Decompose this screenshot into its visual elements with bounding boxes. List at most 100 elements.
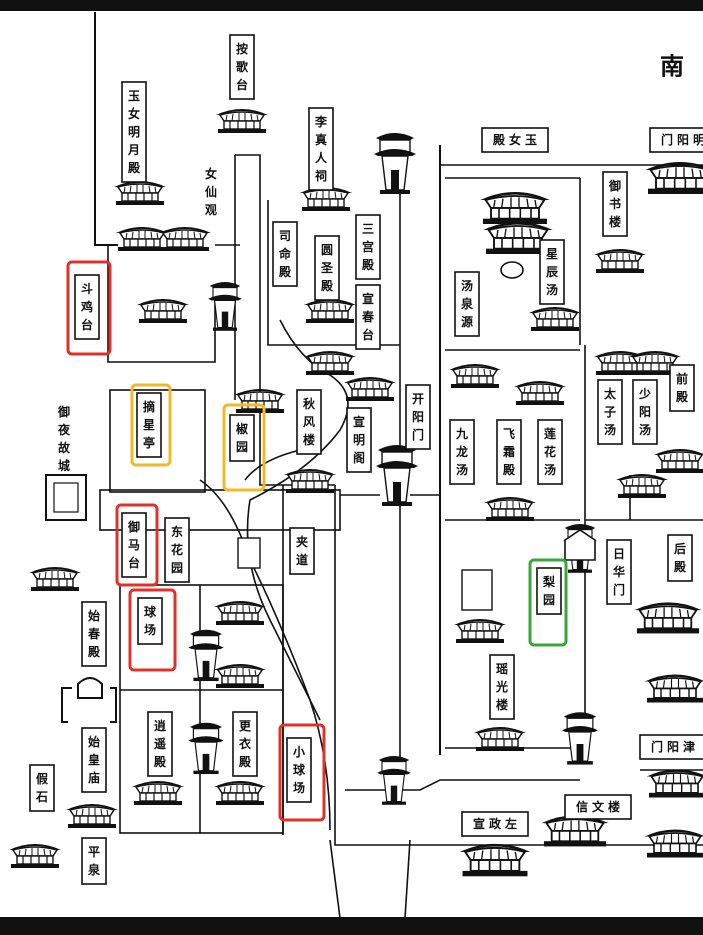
label-shijiedian: 逍遥殿 bbox=[147, 711, 173, 777]
label-text: 东花园 bbox=[171, 524, 183, 575]
label-box bbox=[229, 34, 255, 100]
gate-tower-icon bbox=[375, 444, 419, 507]
gate-tower-icon bbox=[373, 132, 417, 195]
highlight-red-douji bbox=[66, 260, 112, 356]
label-box bbox=[81, 727, 107, 793]
label-text: 司命殿 bbox=[278, 229, 292, 279]
label-text: 后殿 bbox=[673, 541, 687, 574]
label-box bbox=[81, 837, 107, 885]
label-shichundian: 始春殿 bbox=[81, 601, 107, 667]
label-feishi: 假石 bbox=[29, 764, 55, 812]
label-text: 女仙观 bbox=[205, 166, 217, 217]
label-box bbox=[121, 512, 147, 578]
label-box bbox=[314, 235, 340, 301]
label-tangquanyuan: 汤泉源 bbox=[454, 271, 480, 337]
pavilion-icon bbox=[303, 298, 357, 324]
label-pingquan: 平泉 bbox=[81, 837, 107, 885]
label-box bbox=[308, 107, 334, 191]
pavilion-icon bbox=[28, 566, 82, 592]
label-text: 御书楼 bbox=[608, 178, 621, 229]
gate-tower-icon bbox=[187, 629, 225, 682]
place-labels: 按歌台玉女明月殿女仙观李真人祠司命殿圆圣殿三宫殿宣春台斗鸡台摘星亭椒园秋风楼宣明… bbox=[29, 34, 703, 885]
label-qiuchang: 球场 bbox=[137, 597, 163, 645]
label-shaoyangtang: 少阳汤 bbox=[632, 379, 658, 445]
label-douji: 斗鸡台 bbox=[74, 274, 100, 340]
label-yuanshengdian: 圆圣殿 bbox=[314, 235, 340, 301]
pavilion-icon bbox=[458, 842, 532, 878]
pavilion-icon bbox=[593, 248, 647, 274]
label-text: 殿女玉 bbox=[492, 132, 537, 147]
label-text: 御夜故城 bbox=[57, 404, 71, 473]
label-box bbox=[355, 284, 381, 350]
label-donghuayuan: 东花园 bbox=[164, 517, 190, 583]
pavilion-icon bbox=[213, 780, 267, 806]
top-frame-bar bbox=[0, 0, 703, 11]
label-jiulongtang: 九龙汤 bbox=[449, 419, 475, 485]
label-xuanzhengzuo: 宣政左 bbox=[461, 811, 529, 837]
pavilion-icon bbox=[473, 726, 527, 752]
label-lizhenren: 李真人祠 bbox=[308, 107, 334, 191]
label-text: 宣春台 bbox=[361, 291, 375, 342]
pavilion-icon bbox=[303, 350, 357, 376]
label-text: 椒园 bbox=[236, 421, 249, 454]
pavilion-icon bbox=[453, 618, 507, 644]
label-text: 星辰汤 bbox=[546, 247, 558, 297]
highlight-green-liyuan bbox=[528, 558, 568, 647]
label-box bbox=[539, 239, 565, 305]
label-text: 平泉 bbox=[88, 845, 101, 877]
label-box bbox=[296, 389, 322, 455]
label-box bbox=[461, 811, 529, 837]
label-box bbox=[481, 127, 549, 153]
label-text: 门阳明 bbox=[661, 132, 703, 147]
label-shihuangmiao: 始皇庙 bbox=[81, 727, 107, 793]
label-text: 夹道 bbox=[296, 534, 308, 567]
label-menyangjin: 门阳津 bbox=[639, 734, 703, 760]
label-box bbox=[74, 274, 100, 340]
label-lianhuatang: 莲花汤 bbox=[537, 419, 563, 485]
label-xuanmingge: 宣明阁 bbox=[346, 407, 372, 473]
label-box bbox=[536, 567, 562, 615]
label-yumatai: 御马台 bbox=[121, 512, 147, 578]
label-kaiyangmen: 开阳门 bbox=[405, 384, 431, 450]
pavilion-icon bbox=[528, 306, 582, 332]
bottom-frame-bar bbox=[0, 917, 703, 935]
label-box bbox=[346, 407, 372, 473]
label-siminggong: 司命殿 bbox=[272, 221, 298, 287]
pavilion-icon bbox=[645, 768, 703, 799]
label-box bbox=[496, 419, 522, 485]
courtyard-inner bbox=[53, 482, 79, 513]
hot-spring-pool bbox=[500, 261, 524, 279]
label-text: 开阳门 bbox=[412, 392, 424, 442]
label-xuanchuntai: 宣春台 bbox=[355, 284, 381, 350]
pavilion-icon bbox=[158, 226, 212, 252]
label-box bbox=[639, 734, 703, 760]
pavilion-icon bbox=[633, 601, 703, 635]
label-text: 宣明阁 bbox=[353, 414, 365, 465]
label-box bbox=[669, 364, 695, 412]
pavilion-icon bbox=[213, 600, 267, 626]
highlight-boxes bbox=[66, 260, 568, 822]
label-mingyangmen: 门阳明 bbox=[649, 127, 703, 153]
pavilion-icon bbox=[343, 376, 397, 402]
label-jiawei: 御夜故城 bbox=[57, 404, 71, 473]
pavilion-icon bbox=[136, 298, 190, 324]
pavilion-icon bbox=[113, 180, 167, 206]
label-text: 李真人祠 bbox=[314, 114, 328, 183]
pavilion-icon bbox=[513, 380, 567, 406]
label-box bbox=[449, 419, 475, 485]
label-text: 汤泉源 bbox=[461, 279, 474, 329]
label-box bbox=[121, 81, 147, 183]
highlight-red-yumatai bbox=[115, 503, 159, 587]
label-text: 假石 bbox=[35, 771, 49, 804]
label-text: 按歌台 bbox=[236, 41, 249, 92]
label-box bbox=[606, 539, 632, 605]
pavilion-icon bbox=[213, 663, 267, 689]
pavilion-icon bbox=[644, 161, 703, 195]
pavilion-icon bbox=[131, 780, 185, 806]
label-text: 飞霜殿 bbox=[502, 427, 516, 477]
label-box bbox=[355, 214, 381, 280]
label-text: 瑶光楼 bbox=[495, 661, 508, 712]
label-box bbox=[405, 384, 431, 450]
label-anxietai: 按歌台 bbox=[229, 34, 255, 100]
